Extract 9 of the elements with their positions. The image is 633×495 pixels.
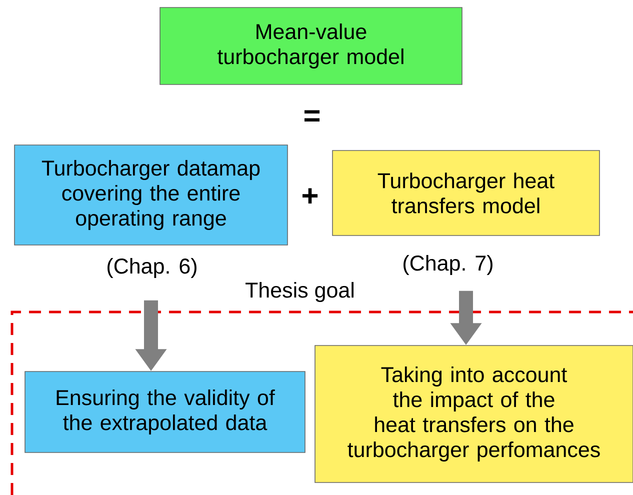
text-box: Turbocharger heat transfers model — [332, 150, 600, 236]
text-box: Ensuring the validity of the extrapolated data — [24, 371, 306, 453]
text-box: Taking into account the impact of the heat transfers on the turbocharger perfomances — [314, 345, 633, 483]
operator-sign: = — [304, 110, 320, 122]
text-box: Turbocharger datamap covering the entire operating range — [14, 144, 288, 246]
text-box: Mean-value turbocharger model — [160, 7, 462, 85]
operator-sign: + — [302, 188, 318, 204]
chapter-note: (Chap. 6) — [108, 258, 196, 278]
chapter-note: (Chap. 7) — [404, 254, 492, 276]
